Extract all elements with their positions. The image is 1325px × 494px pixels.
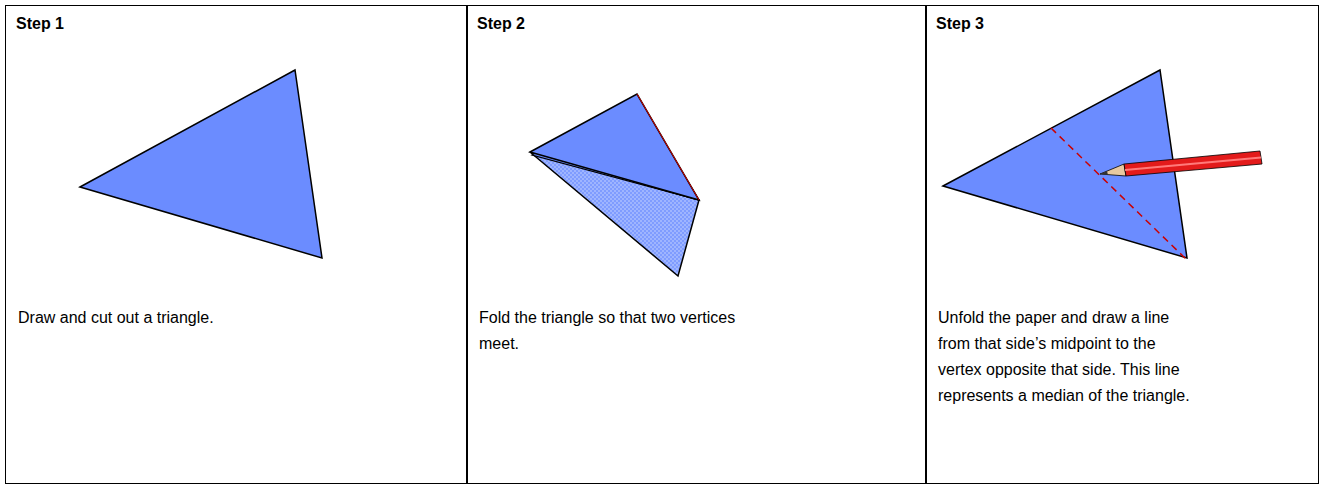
folded-triangle — [530, 94, 699, 200]
step-instruction: Fold the triangle so that two vertices m… — [479, 305, 737, 357]
step-panel: Step 1 Draw and cut out a triangle. — [5, 5, 468, 484]
step-heading: Step 2 — [477, 14, 525, 34]
step-instruction: Draw and cut out a triangle. — [18, 305, 276, 331]
step-instruction: Unfold the paper and draw a line from th… — [938, 305, 1196, 409]
step-heading: Step 3 — [936, 14, 984, 34]
step-panel: Step 3 Unfold the paper and draw a line f… — [925, 5, 1319, 484]
edge-mark — [637, 94, 699, 200]
median-line — [1051, 128, 1187, 260]
triangle — [80, 70, 322, 258]
pencil — [1100, 151, 1262, 176]
step-heading: Step 1 — [16, 14, 64, 34]
step-panel: Step 2 Fold the triangle so that two vert… — [466, 5, 927, 484]
